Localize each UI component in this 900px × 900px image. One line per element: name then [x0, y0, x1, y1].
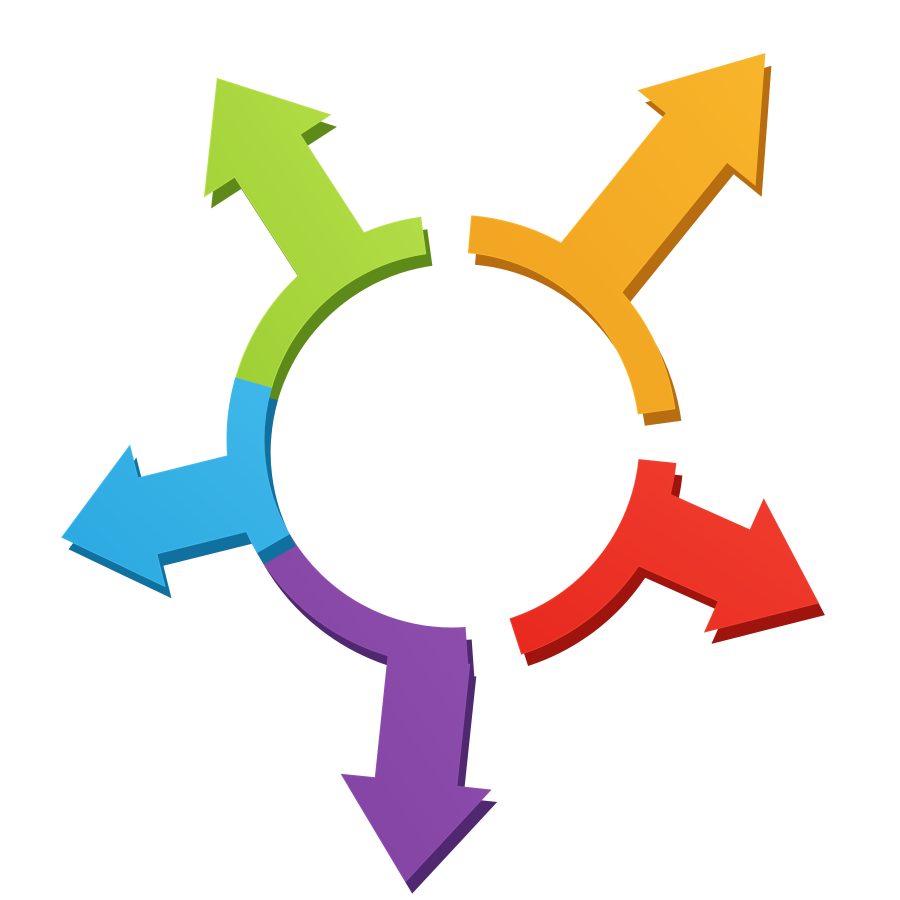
arrow-green — [203, 77, 433, 443]
arrow-green-face — [203, 77, 427, 431]
arrow-blue — [61, 377, 296, 599]
arrow-purple — [256, 533, 498, 894]
arrows-group — [61, 53, 825, 894]
arrow-purple-face — [256, 533, 492, 883]
arrow-blue-face — [61, 377, 290, 588]
arrow-orange — [467, 53, 772, 426]
arrow-red — [509, 459, 825, 666]
arrow-orange-face — [467, 53, 766, 415]
arrow-red-face — [509, 459, 820, 655]
